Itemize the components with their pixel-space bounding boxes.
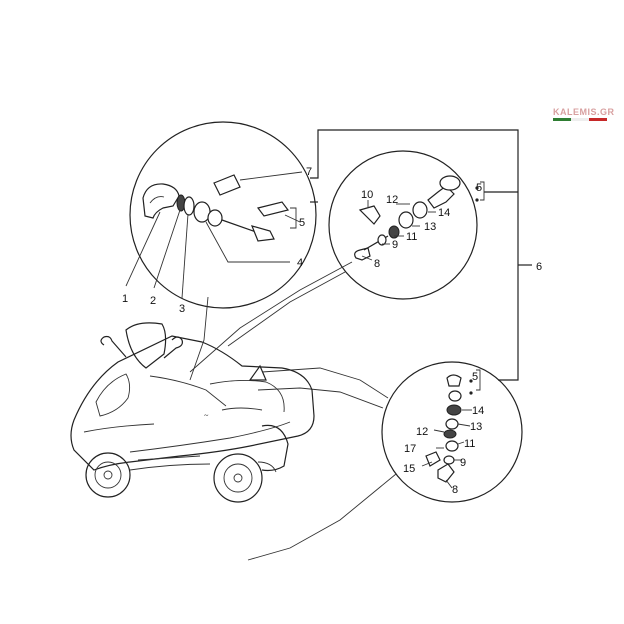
upper-right-detail-circle <box>328 150 478 300</box>
label-17: 17 <box>404 443 416 455</box>
label-14-lower: 14 <box>472 405 484 417</box>
scooter-illustration: ~ <box>70 322 315 503</box>
label-7: 7 <box>306 166 312 178</box>
scooter-body <box>70 335 315 471</box>
key-part-5 <box>250 225 275 242</box>
lower-right-detail-callout: 5 8 9 11 12 13 14 15 17 <box>247 361 523 561</box>
rear-wheel <box>213 453 263 503</box>
label-5-lower: 5 <box>472 371 478 383</box>
assembly-bracket <box>310 129 532 381</box>
label-5-left: 5 <box>299 217 305 229</box>
windshield <box>125 322 167 369</box>
watermark: KALEMIS.GR <box>553 107 615 121</box>
watermark-flag-red <box>589 118 607 121</box>
upper-right-detail-callout: 5 8 9 10 11 12 13 14 <box>189 150 485 373</box>
label-12-lower: 12 <box>416 426 428 438</box>
part-12-upper <box>398 211 414 229</box>
label-12-upper: 12 <box>386 194 398 206</box>
part-10 <box>358 205 381 225</box>
label-2: 2 <box>150 295 156 307</box>
label-15: 15 <box>403 463 415 475</box>
ring-part-3 <box>183 196 195 216</box>
part-15 <box>425 451 441 467</box>
front-wheel <box>85 452 131 498</box>
part-8-upper <box>354 247 371 261</box>
label-13-upper: 13 <box>424 221 436 233</box>
label-10: 10 <box>361 189 373 201</box>
key-part-5-upper <box>439 175 461 191</box>
key-part-5-lower <box>446 374 462 387</box>
label-11-lower: 11 <box>464 438 475 450</box>
ignition-lock-body <box>142 183 180 219</box>
scooter-badge-scribble: ~ <box>204 411 209 420</box>
label-8-lower: 8 <box>452 484 458 496</box>
label-13-lower: 13 <box>470 421 482 433</box>
label-1: 1 <box>122 293 128 305</box>
seat-lock-pointer <box>248 364 267 381</box>
left-detail-callout: 1 2 3 4 5 7 <box>122 121 317 381</box>
part-8-lower <box>437 463 455 483</box>
watermark-flag-white <box>571 118 589 121</box>
left-detail-circle <box>129 121 317 309</box>
part-14-lower <box>446 404 462 416</box>
lower-right-detail-circle <box>381 361 523 503</box>
label-9-upper: 9 <box>392 239 398 251</box>
label-11-upper: 11 <box>406 231 417 243</box>
watermark-text: KALEMIS.GR <box>553 107 615 117</box>
label-6: 6 <box>536 261 542 273</box>
tag-part-7 <box>213 174 241 196</box>
label-3: 3 <box>179 303 185 315</box>
label-4: 4 <box>297 257 303 269</box>
watermark-flag-green <box>553 118 571 121</box>
label-9-lower: 9 <box>460 457 466 469</box>
label-8-upper: 8 <box>374 258 380 270</box>
label-14-upper: 14 <box>438 207 450 219</box>
label-5-upper: 5 <box>476 182 482 194</box>
key-part-5b <box>256 201 290 217</box>
